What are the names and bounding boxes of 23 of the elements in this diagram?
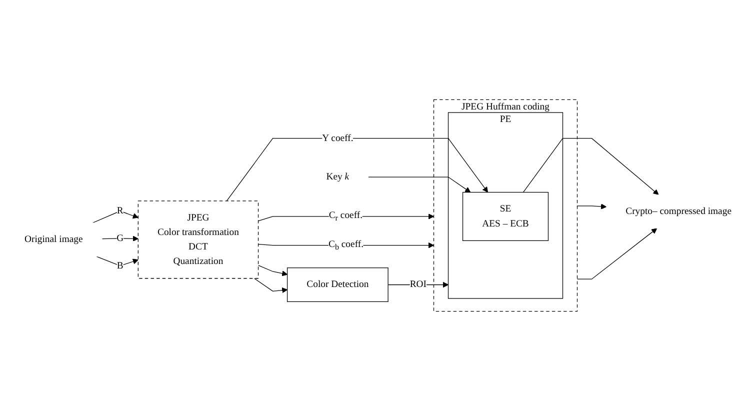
edge-label: G [116, 232, 124, 243]
arrow [576, 228, 658, 279]
arrow [254, 278, 288, 293]
node-box: Color Detection [286, 267, 388, 302]
arrow [576, 203, 607, 209]
arrow [96, 256, 138, 266]
arrow [522, 138, 659, 194]
node-text: Crypto– compressed image [626, 206, 732, 216]
node-text: Key k [326, 171, 350, 182]
arrow [102, 235, 138, 241]
arrow [368, 176, 471, 192]
edge-label: ROI [410, 278, 426, 290]
edge-label: B [116, 260, 124, 270]
arrow [226, 138, 488, 201]
arrow [258, 264, 288, 276]
edge-label: Y coeff. [322, 132, 354, 143]
arrow [92, 210, 138, 223]
node-text: Original image [24, 234, 83, 244]
edge-label: C$_{r}$ coeff. [328, 210, 363, 222]
node-box: JPEG Color transformation DCT Quantization [138, 200, 259, 278]
node-box: SE AES – ECB [462, 191, 549, 240]
edge-label: C$_{b}$ coeff. [328, 238, 364, 252]
edge-label: R [116, 205, 124, 216]
